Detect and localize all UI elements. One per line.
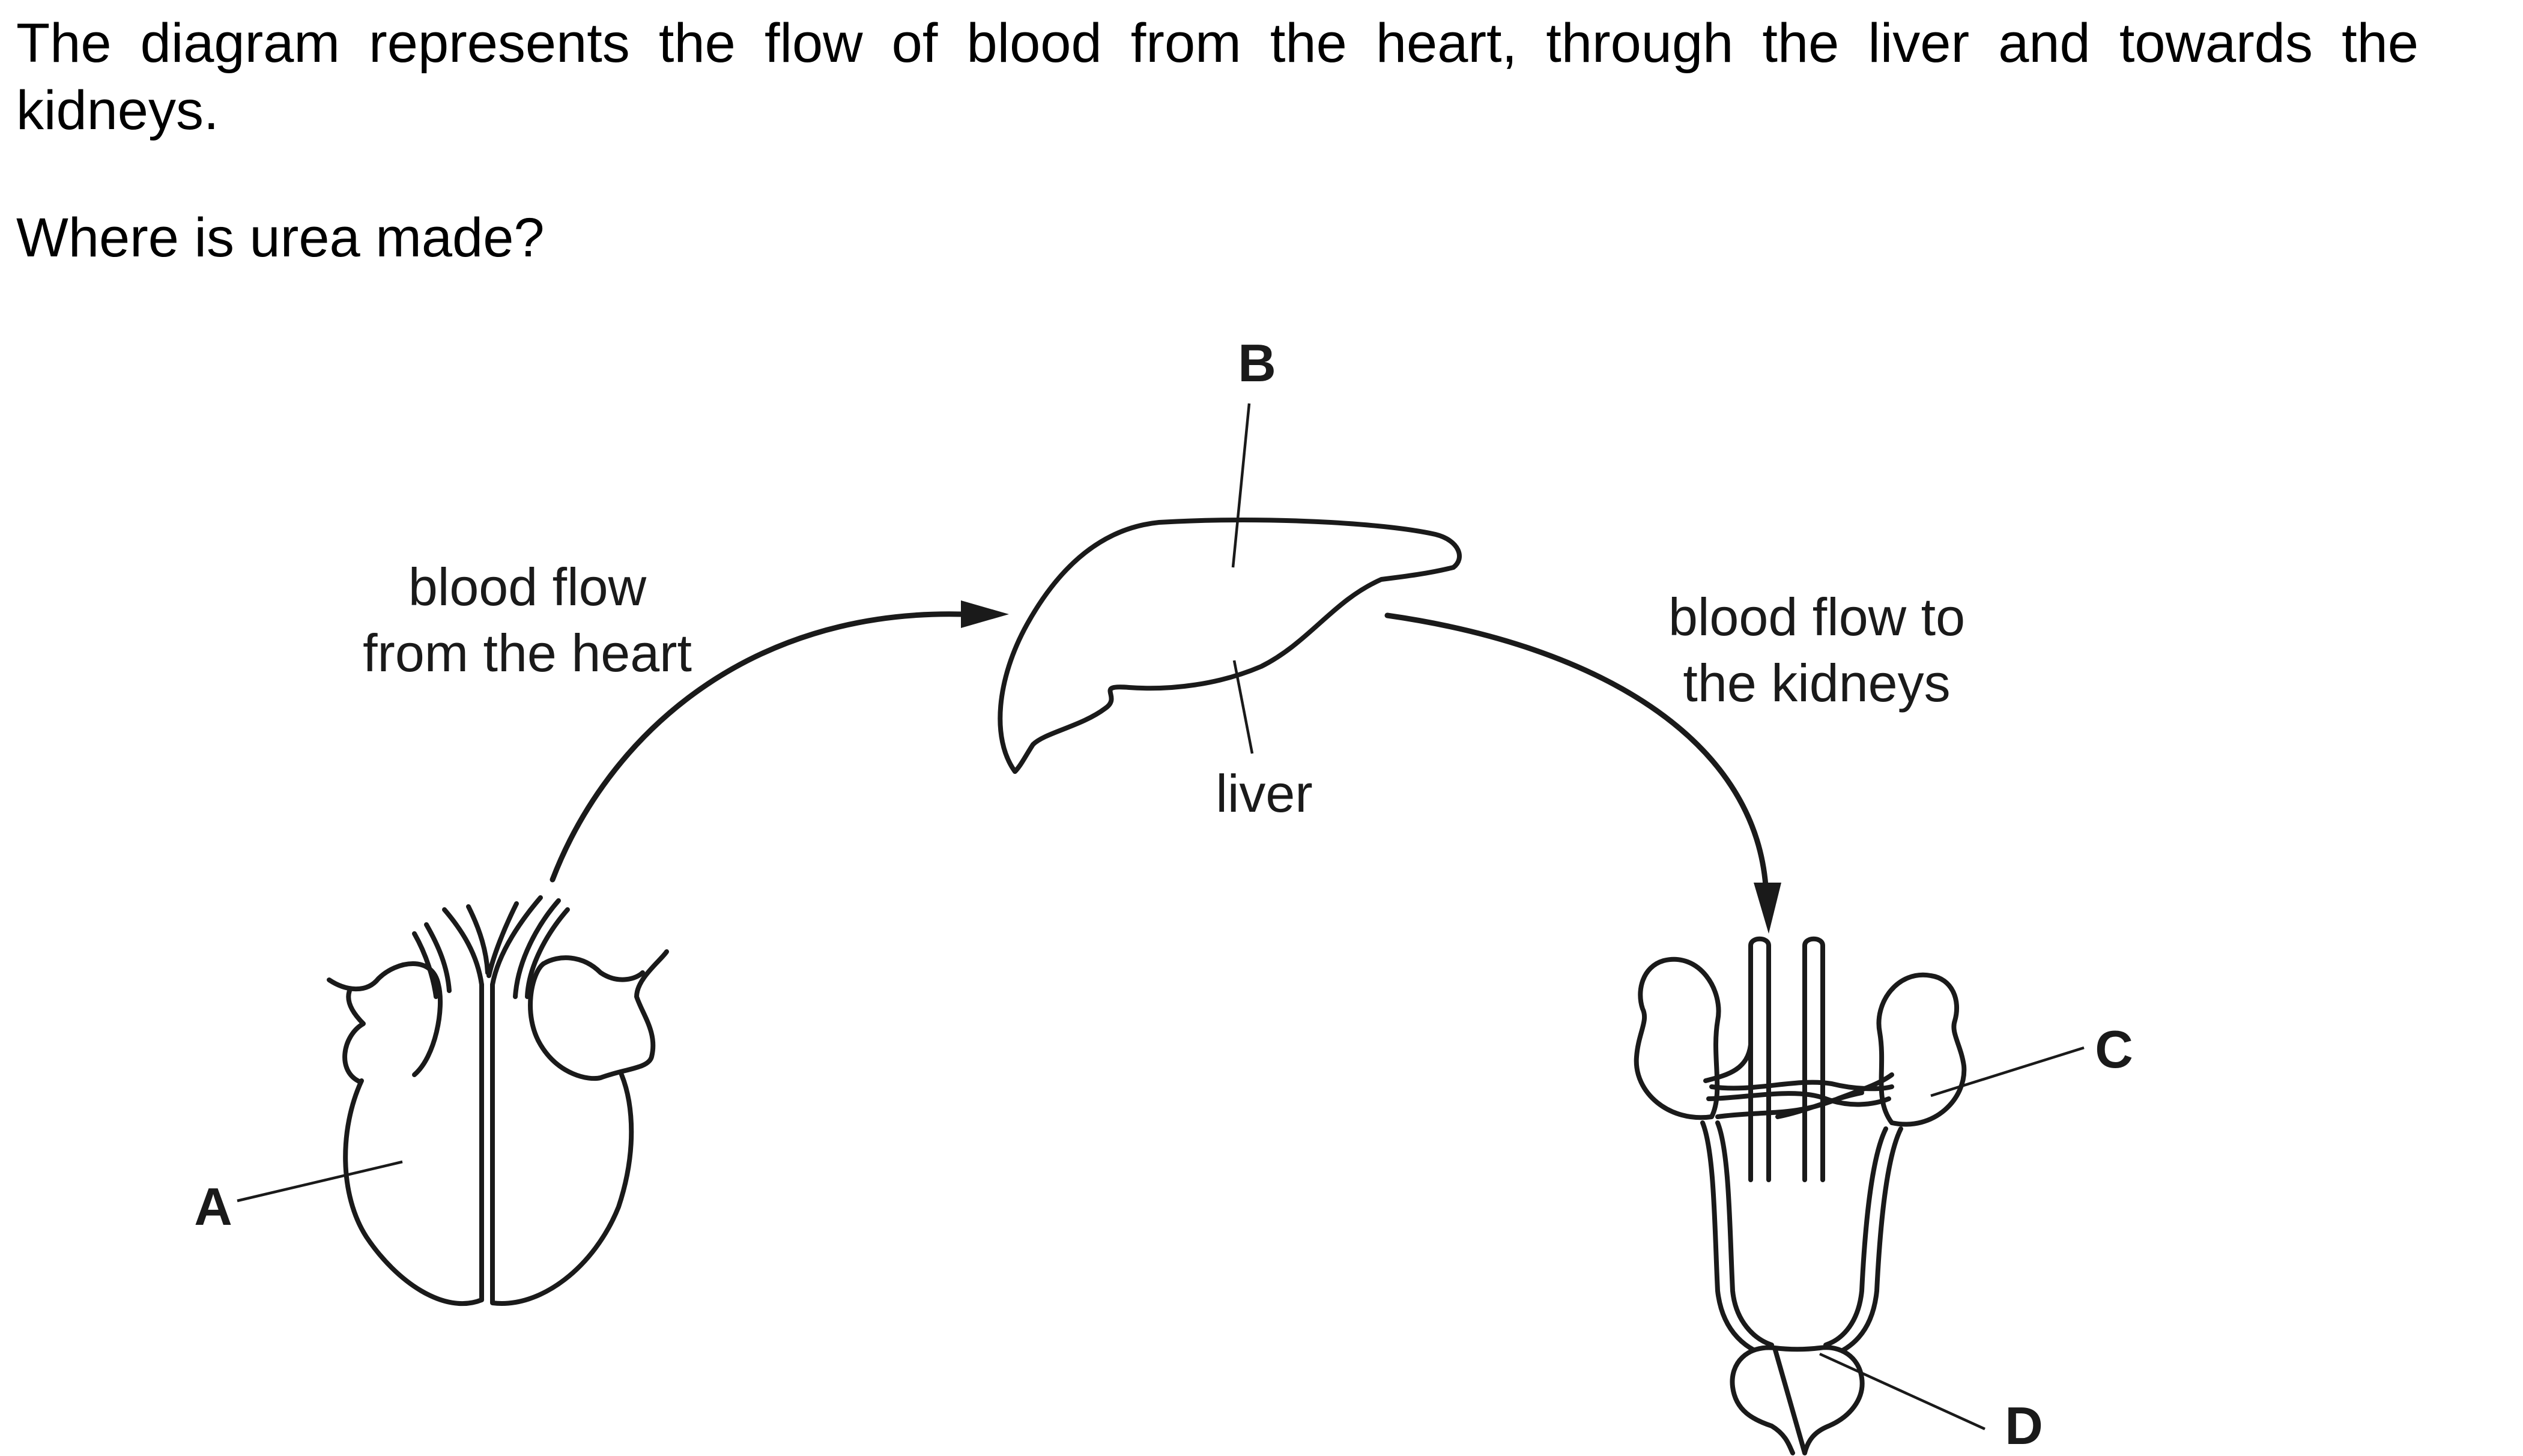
question-prompt: Where is urea made?: [16, 207, 545, 268]
renal-vessels: [1703, 1042, 1894, 1119]
label-flow-to-kidneys-line2: the kidneys: [1683, 653, 1950, 713]
flow-arrow-liver-to-kidneys-head: [1754, 883, 1781, 934]
flow-arrow-heart-to-liver-head: [961, 600, 1009, 628]
label-flow-to-kidneys-line1: blood flow to: [1668, 587, 1965, 647]
ureter-right: [1823, 1126, 1903, 1359]
kidney-vessel-right: [1802, 936, 1825, 1182]
liver-outline: [998, 518, 1462, 774]
heart-left-atrium: [327, 961, 443, 1084]
kidney-system: [1634, 936, 1967, 1455]
heart-vena-cava: [412, 898, 570, 999]
label-flow-from-heart-line2: from the heart: [363, 623, 692, 683]
flow-arrow-liver-to-kidneys: [1384, 612, 1781, 934]
heart-right-atrium-top: [541, 955, 645, 982]
kidney-right: [1876, 972, 1967, 1127]
ureter-left: [1700, 1120, 1774, 1359]
heart-aorta: [442, 895, 543, 987]
kidney-left: [1634, 956, 1721, 1120]
bladder: [1730, 1345, 1865, 1455]
leader-line-liver: [1232, 660, 1254, 754]
heart: [327, 895, 669, 1306]
heart-right-ventricle: [490, 982, 634, 1306]
label-flow-from-heart-line1: blood flow: [408, 557, 647, 617]
heart-left-ventricle: [343, 982, 484, 1306]
label-letter-b: B: [1238, 333, 1276, 393]
label-letter-c: C: [2095, 1020, 2133, 1079]
flow-arrow-heart-to-liver-line: [550, 611, 964, 883]
flow-arrow-heart-to-liver: [550, 600, 1009, 883]
liver: [998, 518, 1462, 774]
flow-arrow-liver-to-kidneys-line: [1384, 612, 1769, 889]
label-liver: liver: [1216, 764, 1312, 823]
label-letter-a: A: [194, 1177, 232, 1236]
leader-line-c: [1930, 1046, 2085, 1098]
kidney-vessel-left: [1748, 936, 1771, 1182]
leader-line-a: [237, 1160, 403, 1203]
question-intro: The diagram represents the flow of blood…: [16, 13, 2419, 141]
leader-line-d: [1819, 1352, 1985, 1431]
leader-line-b: [1231, 403, 1251, 568]
heart-right-atrium: [528, 949, 669, 1081]
label-letter-d: D: [2005, 1396, 2043, 1455]
